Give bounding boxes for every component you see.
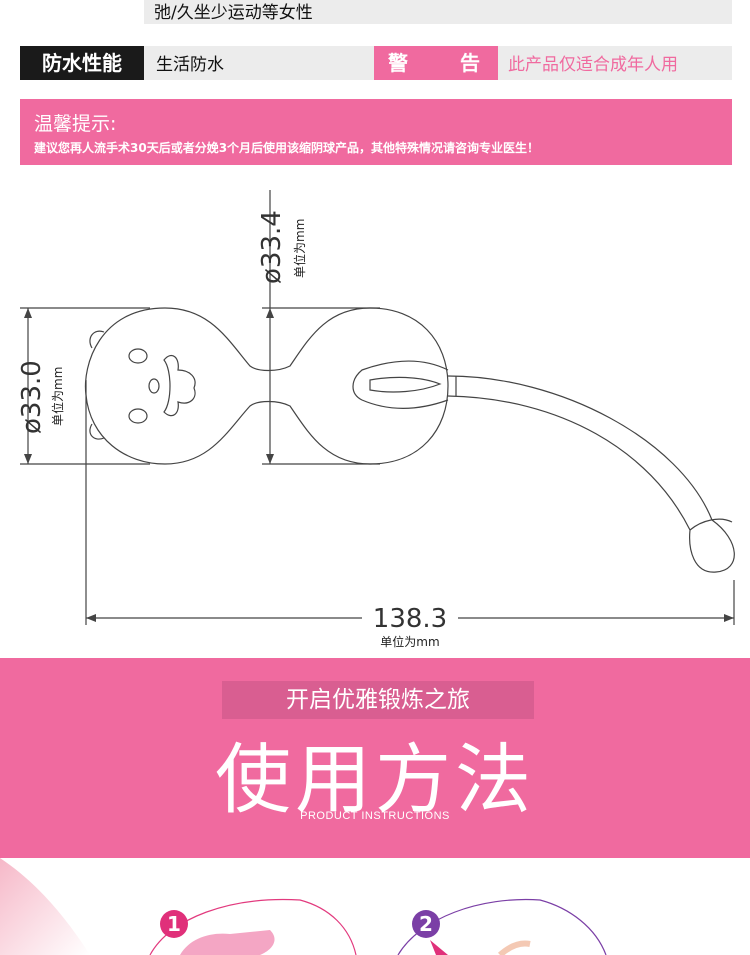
arrow-left-bottom bbox=[24, 454, 32, 464]
diameter-left-unit: 单位为mm bbox=[50, 367, 65, 426]
left-ear-top bbox=[89, 330, 105, 349]
top-strip: 弛/久坐少运动等女性 bbox=[144, 0, 732, 24]
arrow-mid-bottom bbox=[266, 454, 274, 464]
diameter-left-label: ø33.0 bbox=[17, 360, 47, 434]
warning-value: 此产品仅适合成年人用 bbox=[508, 55, 678, 75]
step-2-illustration bbox=[497, 940, 531, 955]
tail-tip bbox=[689, 518, 733, 531]
tip-text: 建议您再人流手术30天后或者分娩3个月后使用该缩阴球产品，其他特殊情况请咨询专业… bbox=[34, 141, 540, 155]
step-2-number: 2 bbox=[419, 912, 433, 936]
product-dimension-diagram: ø33.4 单位为mm ø33.0 单位为mm 138.3 单位为mm bbox=[17, 190, 735, 649]
waterproof-value: 生活防水 bbox=[156, 55, 224, 75]
eye-bottom-icon bbox=[128, 408, 148, 424]
tail-handle bbox=[447, 375, 735, 573]
arrow-length-right bbox=[724, 614, 734, 622]
arrow-length-left bbox=[86, 614, 96, 622]
decorative-feather-icon bbox=[0, 858, 90, 955]
step-1-number: 1 bbox=[167, 912, 181, 936]
usage-english-title: PRODUCT INSTRUCTIONS bbox=[300, 810, 450, 822]
top-strip-text: 弛/久坐少运动等女性 bbox=[154, 3, 313, 23]
waterproof-label: 防水性能 bbox=[20, 46, 144, 80]
left-ear-bottom bbox=[89, 423, 105, 440]
string-loop-inner bbox=[369, 376, 442, 393]
arrow-left-top bbox=[24, 308, 32, 318]
arrow-mid-top bbox=[266, 308, 274, 318]
spec-row: 防水性能 生活防水 警 告 此产品仅适合成年人用 bbox=[20, 46, 732, 80]
usage-subtitle: 开启优雅锻炼之旅 bbox=[222, 681, 534, 719]
tip-title: 温馨提示: bbox=[34, 113, 117, 135]
warning-char-2: 告 bbox=[460, 51, 480, 75]
usage-banner: 开启优雅锻炼之旅 使用方法 PRODUCT INSTRUCTIONS bbox=[0, 658, 750, 858]
step-2-accent bbox=[430, 940, 448, 955]
step-1-badge bbox=[160, 910, 188, 938]
nose-icon bbox=[148, 378, 160, 394]
step-2-badge bbox=[412, 910, 440, 938]
length-label: 138.3 bbox=[373, 604, 447, 634]
tip-box: 温馨提示: 建议您再人流手术30天后或者分娩3个月后使用该缩阴球产品，其他特殊情… bbox=[20, 99, 732, 165]
string-loop bbox=[352, 360, 449, 409]
warning-label: 警 告 bbox=[374, 46, 498, 80]
steps-preview: 1 2 bbox=[0, 858, 607, 955]
length-unit: 单位为mm bbox=[380, 634, 439, 649]
usage-title: 使用方法 bbox=[215, 735, 535, 824]
eye-top-icon bbox=[128, 348, 148, 364]
mouth-icon bbox=[163, 355, 196, 417]
warning-char-1: 警 bbox=[388, 51, 408, 75]
diameter-top-unit: 单位为mm bbox=[292, 219, 307, 278]
balls-outline bbox=[84, 307, 449, 465]
step-1-illustration bbox=[180, 930, 275, 955]
diameter-top-label: ø33.4 bbox=[257, 210, 287, 284]
